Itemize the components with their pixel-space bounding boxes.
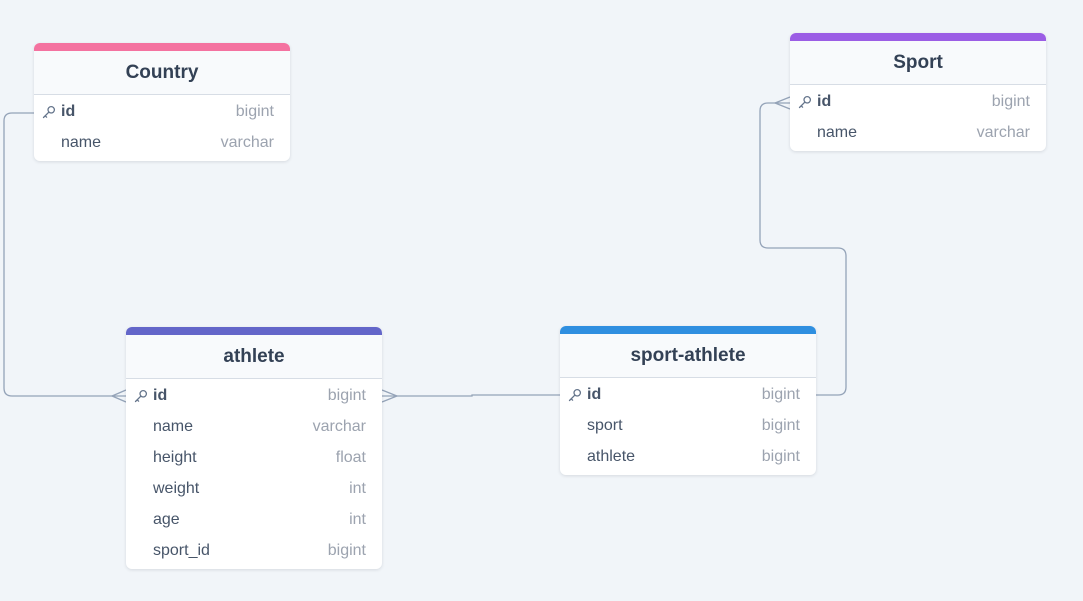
field-name: name (61, 133, 102, 151)
field-name: athlete (587, 447, 636, 465)
table-color-bar (560, 326, 816, 334)
field-type: bigint (327, 386, 366, 404)
field-type: int (349, 479, 366, 497)
field-name: weight (153, 479, 200, 497)
field-name: name (153, 417, 194, 435)
table-color-bar (790, 33, 1046, 41)
primary-key-icon (568, 388, 582, 402)
field-row-id[interactable]: id bigint (790, 86, 1046, 117)
field-name: id (587, 385, 602, 403)
field-type: bigint (761, 385, 800, 403)
field-row-sport[interactable]: sport bigint (560, 410, 816, 441)
field-row-name[interactable]: name varchar (34, 127, 290, 158)
table-title[interactable]: Country (34, 51, 290, 95)
field-name: id (153, 386, 168, 404)
field-name: id (817, 92, 832, 110)
field-type: varchar (220, 133, 274, 151)
field-row-athlete[interactable]: athlete bigint (560, 441, 816, 472)
field-row-name[interactable]: name varchar (126, 411, 382, 442)
field-row-height[interactable]: height float (126, 442, 382, 473)
field-type: bigint (761, 416, 800, 434)
table-title[interactable]: athlete (126, 335, 382, 379)
field-list: id bigint name varchar (790, 85, 1046, 151)
field-name: sport (587, 416, 623, 434)
field-row-id[interactable]: id bigint (560, 379, 816, 410)
field-list: id bigint sport bigint athlete bigint (560, 378, 816, 475)
table-color-bar (126, 327, 382, 335)
table-country[interactable]: Country id bigint name varchar (34, 43, 290, 161)
table-title[interactable]: sport-athlete (560, 334, 816, 378)
field-row-sport-id[interactable]: sport_id bigint (126, 535, 382, 566)
field-type: varchar (312, 417, 366, 435)
table-title[interactable]: Sport (790, 41, 1046, 85)
field-row-age[interactable]: age int (126, 504, 382, 535)
table-athlete[interactable]: athlete id bigint name varchar height float we… (126, 327, 382, 569)
field-name: id (61, 102, 76, 120)
field-name: sport_id (153, 541, 210, 559)
table-sport[interactable]: Sport id bigint name varchar (790, 33, 1046, 151)
field-row-name[interactable]: name varchar (790, 117, 1046, 148)
field-type: bigint (761, 447, 800, 465)
field-row-weight[interactable]: weight int (126, 473, 382, 504)
field-row-id[interactable]: id bigint (126, 380, 382, 411)
field-name: height (153, 448, 197, 466)
primary-key-icon (798, 95, 812, 109)
field-type: bigint (991, 92, 1030, 110)
field-type: float (335, 448, 366, 466)
field-row-id[interactable]: id bigint (34, 96, 290, 127)
primary-key-icon (42, 105, 56, 119)
field-type: bigint (235, 102, 274, 120)
table-color-bar (34, 43, 290, 51)
field-type: bigint (327, 541, 366, 559)
primary-key-icon (134, 389, 148, 403)
field-list: id bigint name varchar (34, 95, 290, 161)
field-type: varchar (976, 123, 1030, 141)
field-name: age (153, 510, 180, 528)
relationship-athlete-sportathlete[interactable] (381, 389, 560, 403)
field-type: int (349, 510, 366, 528)
field-name: name (817, 123, 858, 141)
